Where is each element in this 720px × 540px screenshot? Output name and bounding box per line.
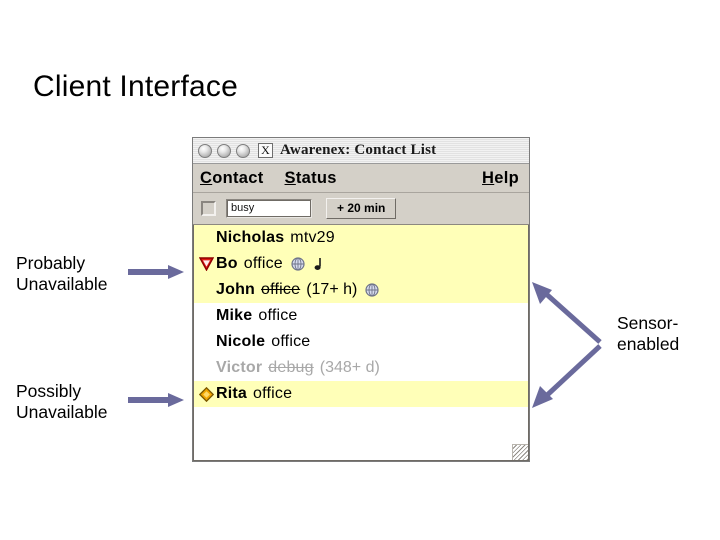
- arrow-sensor-enabled: [532, 282, 602, 408]
- status-toolbar: busy + 20 min: [193, 193, 529, 225]
- window-title-bar: X Awarenex: Contact List: [193, 138, 529, 164]
- annotation-possibly-unavailable: Possibly Unavailable: [16, 381, 108, 422]
- phone-icon: [314, 258, 321, 270]
- contact-row[interactable]: Nicole office: [194, 329, 528, 355]
- globe-icon-wrapper: [365, 283, 379, 297]
- orange-diamond-icon: [198, 386, 214, 402]
- resize-grip[interactable]: [512, 444, 528, 460]
- annotation-sensor-enabled: Sensor- enabled: [617, 313, 680, 354]
- menu-item-contact[interactable]: Contact: [200, 168, 264, 187]
- contact-name: Nicole: [216, 333, 266, 350]
- globe-icon: [365, 283, 379, 297]
- contact-status-marker: [196, 257, 216, 271]
- contact-elapsed-time: (348+ d): [319, 359, 380, 376]
- page-title: Client Interface: [33, 70, 238, 103]
- contact-row[interactable]: Bo office: [194, 251, 528, 277]
- contact-location: office: [258, 307, 298, 324]
- contact-row[interactable]: Mike office: [194, 303, 528, 329]
- contact-name: Rita: [216, 385, 248, 402]
- status-checkbox[interactable]: [201, 201, 216, 216]
- globe-icon: [291, 257, 305, 271]
- contact-location: office: [253, 385, 293, 402]
- contact-location: office: [243, 255, 283, 272]
- contact-name: Mike: [216, 307, 253, 324]
- contact-name: Bo: [216, 255, 238, 272]
- globe-icon-wrapper: [291, 257, 305, 271]
- contact-row[interactable]: John office (17+ h): [194, 277, 528, 303]
- app-x-icon: X: [258, 143, 273, 158]
- contact-location: mtv29: [290, 229, 335, 246]
- status-input[interactable]: busy: [226, 199, 312, 218]
- phone-icon-wrapper: [313, 257, 322, 271]
- contact-location: office: [271, 333, 311, 350]
- red-triangle-icon: [198, 257, 214, 271]
- window-title: Awarenex: Contact List: [280, 142, 437, 158]
- zoom-gel-button[interactable]: [236, 143, 250, 158]
- menu-item-status[interactable]: Status: [284, 168, 337, 187]
- close-gel-button[interactable]: [198, 143, 212, 158]
- add-time-button[interactable]: + 20 min: [326, 198, 397, 219]
- menu-bar: Contact Status Help: [193, 164, 529, 193]
- contact-location: office: [261, 281, 301, 298]
- awarenex-window: X Awarenex: Contact List Contact Status …: [192, 137, 530, 462]
- contact-row[interactable]: Rita office: [194, 381, 528, 407]
- contact-elapsed-time: (17+ h): [306, 281, 358, 298]
- contact-name: Nicholas: [216, 229, 285, 246]
- arrow-possibly-unavailable: [128, 393, 184, 407]
- contact-row[interactable]: Nicholas mtv29: [194, 225, 528, 251]
- annotation-probably-unavailable: Probably Unavailable: [16, 253, 108, 294]
- contact-location: debug: [268, 359, 314, 376]
- minimize-gel-button[interactable]: [217, 143, 231, 158]
- menu-item-help[interactable]: Help: [482, 168, 519, 187]
- contact-name: Victor: [216, 359, 263, 376]
- contact-row[interactable]: Victor debug (348+ d): [194, 355, 528, 381]
- contact-name: John: [216, 281, 256, 298]
- contact-status-marker: [196, 386, 216, 402]
- arrow-probably-unavailable: [128, 265, 184, 279]
